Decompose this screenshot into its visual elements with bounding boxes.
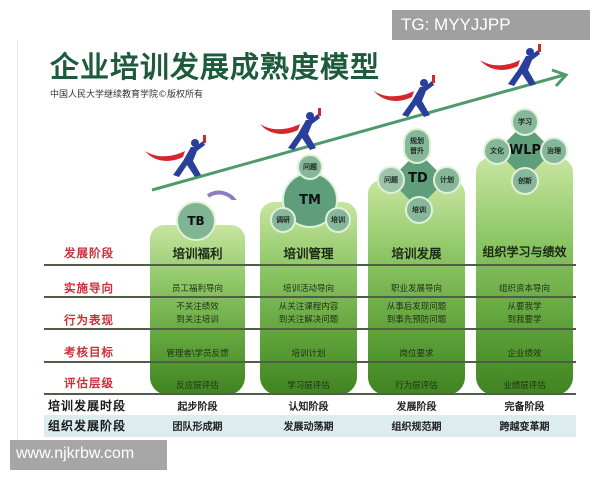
evaluation-cell: 行为层评估 (395, 381, 438, 391)
row-label-target: 考核目标 (64, 345, 114, 359)
wlp-node-right: 治理 (540, 137, 568, 165)
org-stage-cell: 组织规范期 (391, 422, 442, 433)
orientation-cell: 组织资本导向 (498, 284, 550, 294)
model-wlp-label: WLP (508, 143, 542, 158)
behavior-cell-1: 不关注绩效 (176, 302, 219, 312)
watermark-bottom-left: www.njkrbw.com (10, 440, 167, 470)
td-node-bottom: 培训 (405, 196, 433, 224)
orientation-cell: 员工福利导向 (171, 284, 223, 294)
watermark-top-right: TG: MYYJJPP (392, 10, 590, 40)
model-tb-node: TB (176, 201, 216, 241)
org-stage-cell: 跨越变革期 (499, 422, 550, 433)
period-cell: 认知阶段 (288, 402, 329, 413)
wlp-node-bottom: 创新 (511, 167, 539, 195)
runner-icon (374, 75, 435, 117)
stage-label: 培训管理 (283, 246, 334, 261)
stage-label: 组织学习与绩效 (482, 245, 567, 259)
org-stage-label: 组织发展阶段 (48, 419, 127, 433)
td-node-right: 计划 (433, 166, 461, 194)
column-stage-1: 培训福利 员工福利导向 不关注绩效 到关注培训 管理者\学员反馈 反应层评估 (150, 225, 245, 395)
runner-icon (480, 44, 541, 86)
tm-node-right: 培训 (325, 207, 351, 233)
period-cell: 发展阶段 (396, 402, 437, 413)
row-divider (44, 296, 576, 298)
behavior-cell-2: 到我要学 (507, 315, 542, 325)
tm-node-left: 调研 (270, 207, 296, 233)
row-divider (44, 361, 576, 363)
target-cell: 培训计划 (291, 349, 326, 359)
stage-label: 培训发展 (391, 246, 442, 261)
wlp-node-left: 文化 (483, 137, 511, 165)
copyright-subtitle: 中国人民大学继续教育学院©版权所有 (50, 90, 204, 100)
target-cell: 岗位要求 (399, 349, 434, 359)
runner-icon (145, 135, 206, 177)
row-divider (44, 328, 576, 330)
target-cell: 管理者\学员反馈 (166, 349, 229, 359)
tm-node-top: 问题 (297, 154, 323, 180)
row-divider (44, 393, 576, 395)
orientation-cell: 职业发展导向 (390, 284, 442, 294)
behavior-cell-1: 从关注课程内容 (278, 302, 339, 312)
bottom-row-org-stage: 组织发展阶段 团队形成期 发展动荡期 组织规范期 跨越变革期 (44, 415, 576, 437)
td-node-top: 规划晋升 (403, 128, 431, 164)
wlp-node-top: 学习 (511, 108, 539, 136)
orientation-cell: 培训活动导向 (282, 284, 334, 294)
period-cell: 完备阶段 (504, 402, 545, 413)
diagram-title: 企业培训发展成熟度模型 (50, 50, 381, 84)
behavior-cell-1: 从要我学 (507, 302, 542, 312)
evaluation-cell: 学习层评估 (287, 381, 330, 391)
evaluation-cell: 反应层评估 (176, 381, 219, 391)
org-stage-cell: 团队形成期 (172, 422, 223, 433)
column-stage-4: 组织学习与绩效 组织资本导向 从要我学 到我要学 企业绩效 业绩层评估 (476, 158, 573, 395)
td-node-left: 问题 (377, 166, 405, 194)
behavior-cell-1: 从事后发现问题 (386, 302, 447, 312)
behavior-cell-2: 到关注解决问题 (278, 315, 339, 325)
growth-arrow-icon (151, 68, 569, 200)
org-stage-cell: 发展动荡期 (283, 422, 334, 433)
row-label-behavior: 行为表现 (64, 313, 114, 327)
row-label-stage: 发展阶段 (64, 246, 114, 260)
period-cell: 起步阶段 (177, 402, 218, 413)
target-cell: 企业绩效 (507, 349, 542, 359)
evaluation-cell: 业绩层评估 (503, 381, 546, 391)
model-td-label: TD (408, 171, 428, 186)
frame-border (17, 40, 18, 440)
period-label: 培训发展时段 (48, 399, 127, 413)
stage-label: 培训福利 (172, 246, 223, 261)
bottom-row-period: 培训发展时段 起步阶段 认知阶段 发展阶段 完备阶段 (44, 395, 576, 415)
behavior-cell-2: 到事先预防问题 (386, 315, 447, 325)
row-divider (44, 264, 576, 266)
row-label-orientation: 实施导向 (64, 281, 114, 295)
behavior-cell-2: 到关注培训 (176, 315, 219, 325)
runner-icon (260, 108, 321, 150)
row-label-evaluation: 评估层级 (64, 376, 114, 390)
